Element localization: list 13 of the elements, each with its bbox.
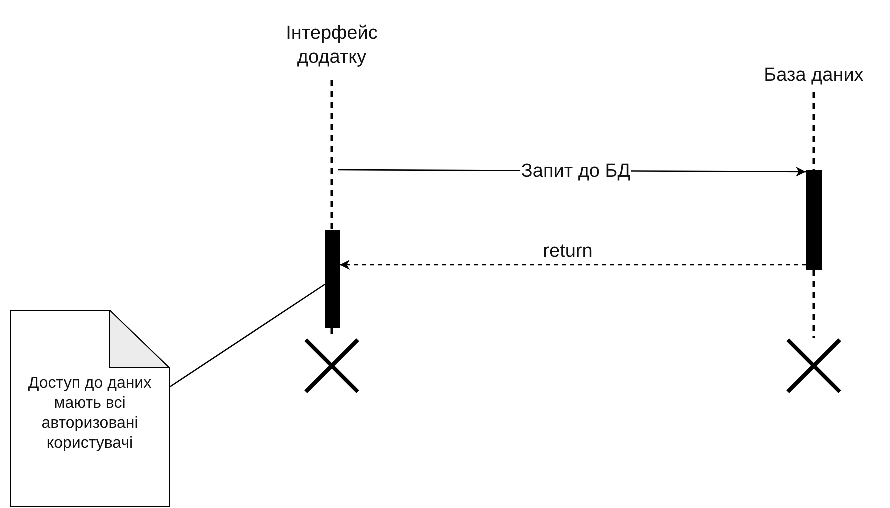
- lifeline: [812, 270, 816, 338]
- lifeline-header: Інтерфейс додатку: [262, 12, 402, 80]
- destroy-mark: [304, 338, 360, 394]
- note: Доступ до даних мають всі авторизовані користувачі: [10, 310, 170, 507]
- return-arrow: [340, 260, 806, 270]
- leader-line: [170, 284, 326, 388]
- lifeline: [812, 92, 816, 170]
- destroy-mark: [786, 338, 842, 394]
- activation-bar: [325, 230, 340, 328]
- activation-bar: [806, 170, 822, 270]
- lifeline: [330, 80, 334, 230]
- lifeline-header: База даних: [738, 60, 890, 92]
- edge-label: Запит до БД: [520, 161, 632, 183]
